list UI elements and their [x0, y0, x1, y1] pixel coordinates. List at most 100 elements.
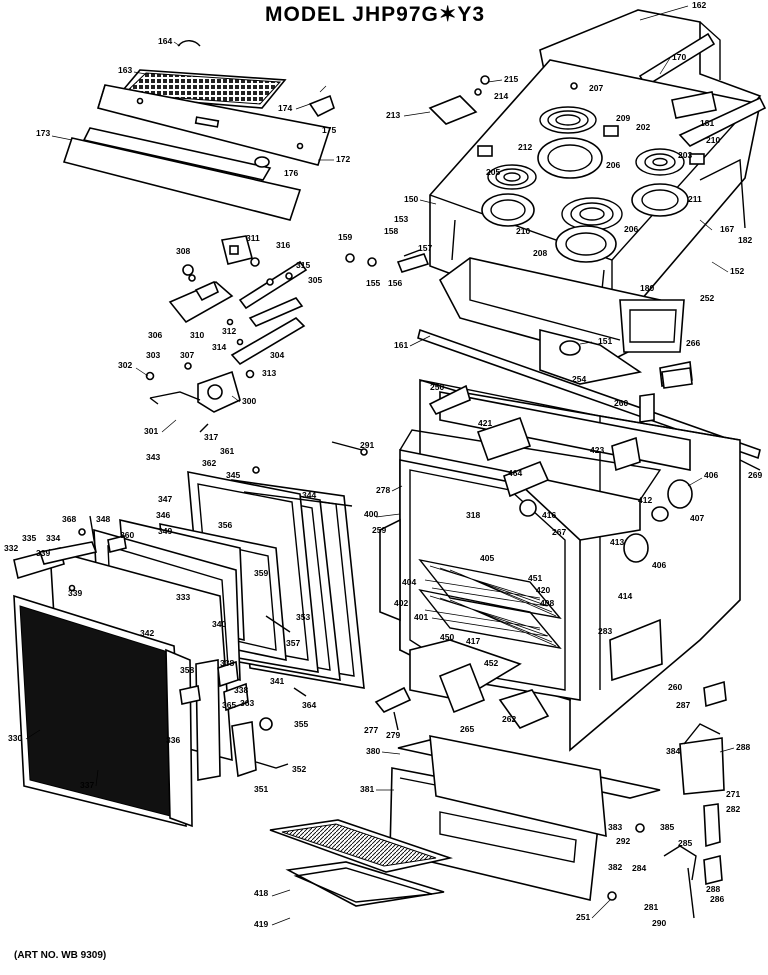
callout-158: 158 [384, 226, 398, 236]
callout-365: 365 [222, 700, 236, 710]
callout-208: 208 [533, 248, 547, 258]
callout-287: 287 [676, 700, 690, 710]
callout-339-left: 339 [36, 548, 50, 558]
callout-210-top: 210 [706, 135, 720, 145]
callout-157: 157 [418, 243, 432, 253]
callout-176: 176 [284, 168, 298, 178]
callout-419: 419 [254, 919, 268, 929]
callout-303: 303 [146, 350, 160, 360]
callout-288-lower: 288 [706, 884, 720, 894]
callout-380: 380 [366, 746, 380, 756]
callout-172: 172 [336, 154, 350, 164]
callout-161: 161 [394, 340, 408, 350]
callout-308-top: 308 [176, 246, 190, 256]
callout-285: 285 [678, 838, 692, 848]
callout-341: 341 [270, 676, 284, 686]
callout-335: 335 [22, 533, 36, 543]
callout-306: 306 [148, 330, 162, 340]
callout-364: 364 [302, 700, 316, 710]
storage-drawer-assembly [389, 723, 725, 919]
callout-346: 346 [156, 510, 170, 520]
callout-164: 164 [158, 36, 172, 46]
leader-lines [25, 5, 735, 926]
callout-317: 317 [204, 432, 218, 442]
callout-155: 155 [366, 278, 380, 288]
callout-315: 315 [296, 260, 310, 270]
callout-181: 181 [700, 118, 714, 128]
callout-162: 162 [692, 0, 706, 10]
callout-358: 358 [180, 665, 194, 675]
callout-351: 351 [254, 784, 268, 794]
callout-205: 205 [486, 167, 500, 177]
callout-337: 337 [80, 780, 94, 790]
callout-254: 254 [572, 374, 586, 384]
oven-body [331, 367, 761, 752]
callout-283: 283 [598, 626, 612, 636]
callout-401: 401 [414, 612, 428, 622]
model-title: MODEL JHP97G✶Y3 [265, 3, 486, 26]
callout-313: 313 [262, 368, 276, 378]
callout-355: 355 [294, 719, 308, 729]
callout-348: 348 [96, 514, 110, 524]
callout-252: 252 [700, 293, 714, 303]
callout-343: 343 [146, 452, 160, 462]
callout-211: 211 [688, 194, 702, 204]
callout-345: 345 [226, 470, 240, 480]
callout-316: 316 [276, 240, 290, 250]
callout-384: 384 [666, 746, 680, 756]
callout-279: 279 [386, 730, 400, 740]
callout-271: 271 [726, 789, 740, 799]
callout-174: 174 [278, 103, 292, 113]
callout-305: 305 [308, 275, 322, 285]
art-number: (ART NO. WB 9309) [14, 950, 107, 961]
callout-150: 150 [404, 194, 418, 204]
callout-349-upper: 349 [158, 526, 172, 536]
callout-251: 251 [576, 912, 590, 922]
callout-286: 286 [710, 894, 724, 904]
callout-336: 336 [166, 735, 180, 745]
callout-418: 418 [254, 888, 268, 898]
callout-340: 340 [212, 619, 226, 629]
callout-182: 182 [738, 235, 752, 245]
callout-267: 267 [552, 527, 566, 537]
callout-318: 318 [466, 510, 480, 520]
callout-385: 385 [660, 822, 674, 832]
callout-277: 277 [364, 725, 378, 735]
callout-310: 310 [190, 330, 204, 340]
callout-338-lower: 338 [234, 685, 248, 695]
callout-206-upper: 206 [606, 160, 620, 170]
callout-262: 262 [502, 714, 516, 724]
callout-260-top: 260 [614, 398, 628, 408]
callout-338-upper: 338 [220, 658, 234, 668]
callout-163: 163 [118, 65, 132, 75]
callout-357: 357 [286, 638, 300, 648]
callout-260-lower: 260 [668, 682, 682, 692]
callout-312: 312 [222, 326, 236, 336]
callout-362: 362 [202, 458, 216, 468]
callout-207: 207 [589, 83, 603, 93]
callout-339-right: 339 [68, 588, 82, 598]
callout-266: 266 [686, 338, 700, 348]
callout-450: 450 [440, 632, 454, 642]
switch-parts-group [145, 235, 308, 433]
callout-334: 334 [46, 533, 60, 543]
callout-167: 167 [720, 224, 734, 234]
callout-332: 332 [4, 543, 18, 553]
callout-361: 361 [220, 446, 234, 456]
callout-206-lower: 206 [624, 224, 638, 234]
callout-156: 156 [388, 278, 402, 288]
callout-330: 330 [8, 733, 22, 743]
callout-301: 301 [144, 426, 158, 436]
callout-402: 402 [394, 598, 408, 608]
callout-421: 421 [478, 418, 492, 428]
callout-344: 344 [302, 490, 316, 500]
callout-381: 381 [360, 784, 374, 794]
callout-405: 405 [480, 553, 494, 563]
callout-labels: 162 170 164 163 215 214 207 213 174 175 … [4, 0, 762, 929]
callout-284: 284 [632, 863, 646, 873]
callout-210-lower: 210 [516, 226, 530, 236]
callout-215: 215 [504, 74, 518, 84]
callout-281: 281 [644, 902, 658, 912]
callout-292: 292 [616, 836, 630, 846]
